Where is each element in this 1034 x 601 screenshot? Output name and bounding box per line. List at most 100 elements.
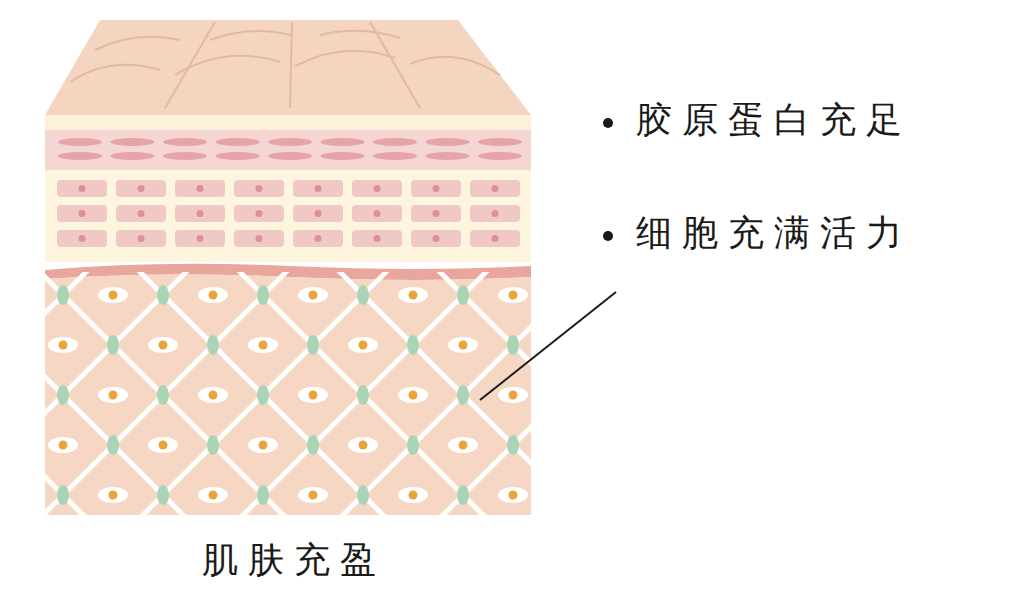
fibroblast	[257, 485, 269, 505]
cell-nucleus	[509, 491, 518, 500]
nucleus	[79, 210, 86, 217]
fibroblast	[357, 385, 369, 405]
cell	[116, 230, 166, 247]
cell	[116, 180, 166, 197]
cell-layer	[45, 170, 531, 262]
flat-cell	[321, 152, 365, 160]
flat-cell	[426, 138, 470, 146]
cell-body	[298, 387, 328, 403]
cell-nucleus	[59, 441, 68, 450]
fibroblast	[57, 385, 69, 405]
fibroblast	[407, 335, 419, 355]
fibroblast	[157, 385, 169, 405]
nucleus	[256, 235, 263, 242]
cell	[352, 205, 402, 222]
nucleus	[138, 235, 145, 242]
cell	[293, 230, 343, 247]
cell	[116, 205, 166, 222]
cell-nucleus	[59, 341, 68, 350]
flat-cell	[163, 152, 207, 160]
fibroblast	[457, 285, 469, 305]
nucleus	[492, 210, 499, 217]
cell	[175, 205, 225, 222]
cell-nucleus	[409, 491, 418, 500]
nucleus	[492, 185, 499, 192]
cell-body	[398, 287, 428, 303]
flat-cell	[478, 138, 522, 146]
fibroblast	[457, 485, 469, 505]
nucleus	[197, 235, 204, 242]
cell-body	[198, 287, 228, 303]
cell	[470, 180, 520, 197]
fibroblast	[57, 485, 69, 505]
cell	[411, 230, 461, 247]
fibroblast	[507, 435, 519, 455]
nucleus	[315, 210, 322, 217]
cell-nucleus	[509, 291, 518, 300]
cell	[470, 205, 520, 222]
flat-cell	[478, 152, 522, 160]
fibroblast	[507, 335, 519, 355]
bullet-label: 细胞充满活力	[636, 211, 912, 254]
cell-body	[198, 487, 228, 503]
cell	[175, 180, 225, 197]
cell-nucleus	[209, 391, 218, 400]
nucleus	[256, 210, 263, 217]
cell-nucleus	[109, 291, 118, 300]
cell-nucleus	[309, 391, 318, 400]
fibroblast	[307, 335, 319, 355]
nucleus	[197, 210, 204, 217]
flat-cell	[111, 152, 155, 160]
nucleus	[374, 210, 381, 217]
cell-body	[498, 387, 528, 403]
nucleus	[315, 235, 322, 242]
cell-nucleus	[259, 441, 268, 450]
thin-layer	[45, 115, 531, 130]
cell-nucleus	[209, 291, 218, 300]
cell-nucleus	[509, 391, 518, 400]
fibroblast	[57, 285, 69, 305]
cell	[411, 180, 461, 197]
cell-body	[48, 337, 78, 353]
nucleus	[79, 235, 86, 242]
caption: 肌肤充盈	[202, 538, 386, 581]
flat-cell	[321, 138, 365, 146]
cell-body	[348, 337, 378, 353]
dermis	[45, 272, 531, 515]
cell-nucleus	[259, 341, 268, 350]
cell-nucleus	[109, 391, 118, 400]
nucleus	[433, 235, 440, 242]
cell	[234, 205, 284, 222]
fibroblast	[407, 435, 419, 455]
skin-surface	[45, 20, 531, 115]
cell-body	[448, 337, 478, 353]
cell	[411, 205, 461, 222]
cell	[352, 180, 402, 197]
cell-nucleus	[359, 341, 368, 350]
cell-body	[98, 387, 128, 403]
pink-layer	[45, 130, 531, 170]
fibroblast	[157, 285, 169, 305]
cell-nucleus	[309, 491, 318, 500]
fibroblast	[107, 435, 119, 455]
fibroblast	[357, 285, 369, 305]
cell	[57, 230, 107, 247]
nucleus	[138, 210, 145, 217]
nucleus	[374, 235, 381, 242]
nucleus	[433, 210, 440, 217]
cell	[293, 205, 343, 222]
cell	[234, 180, 284, 197]
flat-cell	[58, 152, 102, 160]
cell-nucleus	[209, 491, 218, 500]
living-cells	[57, 180, 520, 247]
nucleus	[197, 185, 204, 192]
surface-lines	[70, 22, 500, 108]
fibroblast	[307, 435, 319, 455]
cell-body	[398, 387, 428, 403]
flat-cell	[268, 152, 312, 160]
flat-cell	[268, 138, 312, 146]
fibroblast	[457, 385, 469, 405]
cell-nucleus	[409, 391, 418, 400]
fibroblast	[207, 435, 219, 455]
cell-nucleus	[359, 441, 368, 450]
